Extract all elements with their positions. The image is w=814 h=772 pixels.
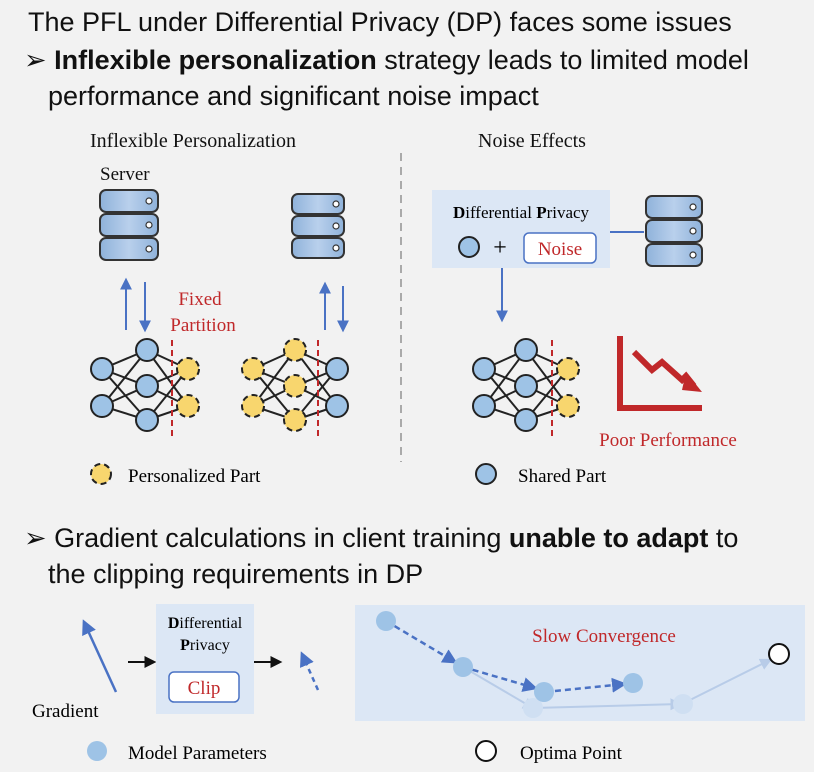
optima-point-label: Optima Point xyxy=(520,743,623,764)
personalized-part-label: Personalized Part xyxy=(128,466,261,487)
bullet-inflexible-personalization: ➢ Inflexible personalization strategy le… xyxy=(24,42,749,114)
neural-network-2 xyxy=(241,338,349,432)
bullet-text: strategy leads to limited model xyxy=(376,45,749,75)
bullet-marker: ➢ xyxy=(24,45,47,75)
declining-chart-icon xyxy=(617,336,702,411)
fixed-partition-label: Partition xyxy=(170,315,236,336)
dp-box-title: Differential Privacy xyxy=(453,203,590,222)
bullet-gradient-calculations: ➢ Gradient calculations in client traini… xyxy=(24,520,738,592)
bullet-text-line2: the clipping requirements in DP xyxy=(48,559,424,589)
shared-part-label: Shared Part xyxy=(518,466,607,487)
slide-title: The PFL under Differential Privacy (DP) … xyxy=(28,7,732,37)
clipped-gradient-arrow xyxy=(300,651,320,691)
left-panel-title: Inflexible Personalization xyxy=(90,130,297,152)
ideal-path xyxy=(462,658,773,718)
model-parameters-label: Model Parameters xyxy=(128,743,267,764)
personalized-part-legend-icon xyxy=(90,463,112,485)
model-parameters-legend-icon xyxy=(87,741,107,761)
convergence-panel xyxy=(355,605,805,721)
bullet-text-end: to xyxy=(708,523,739,553)
poor-performance-label: Poor Performance xyxy=(599,430,737,451)
slow-path xyxy=(376,611,643,702)
shared-part-legend-icon xyxy=(475,463,497,485)
dp-clip-title-line1: Differential xyxy=(168,615,243,632)
bullet-bold-text: unable to adapt xyxy=(508,523,709,553)
database-icon xyxy=(645,195,703,267)
parameter-icon xyxy=(458,236,480,258)
neural-network-3 xyxy=(472,338,580,432)
plus-sign: + xyxy=(493,235,507,261)
clip-box xyxy=(168,671,240,703)
bullet-marker: ➢ xyxy=(24,523,47,553)
optima-point-legend-icon xyxy=(475,740,497,762)
bullet-bold-text: Inflexible personalization xyxy=(54,45,377,75)
bullet-text: Gradient calculations in client training xyxy=(54,523,509,553)
bullet-text-line2: performance and significant noise impact xyxy=(48,81,539,111)
server-database-icon xyxy=(99,189,159,261)
gradient-arrow xyxy=(82,619,118,693)
fixed-partition-label: Fixed xyxy=(178,289,222,310)
dp-clip-title-line2: Privacy xyxy=(180,637,230,654)
server-label: Server xyxy=(100,164,150,185)
neural-network-1 xyxy=(90,338,200,432)
slow-convergence-label: Slow Convergence xyxy=(532,626,676,647)
right-panel-title: Noise Effects xyxy=(478,130,586,152)
noise-label: Noise xyxy=(538,239,582,260)
client-database-icon xyxy=(291,193,345,259)
clip-label: Clip xyxy=(188,678,221,699)
noise-box xyxy=(523,232,597,264)
gradient-label: Gradient xyxy=(32,701,99,722)
optima-point xyxy=(768,643,790,665)
